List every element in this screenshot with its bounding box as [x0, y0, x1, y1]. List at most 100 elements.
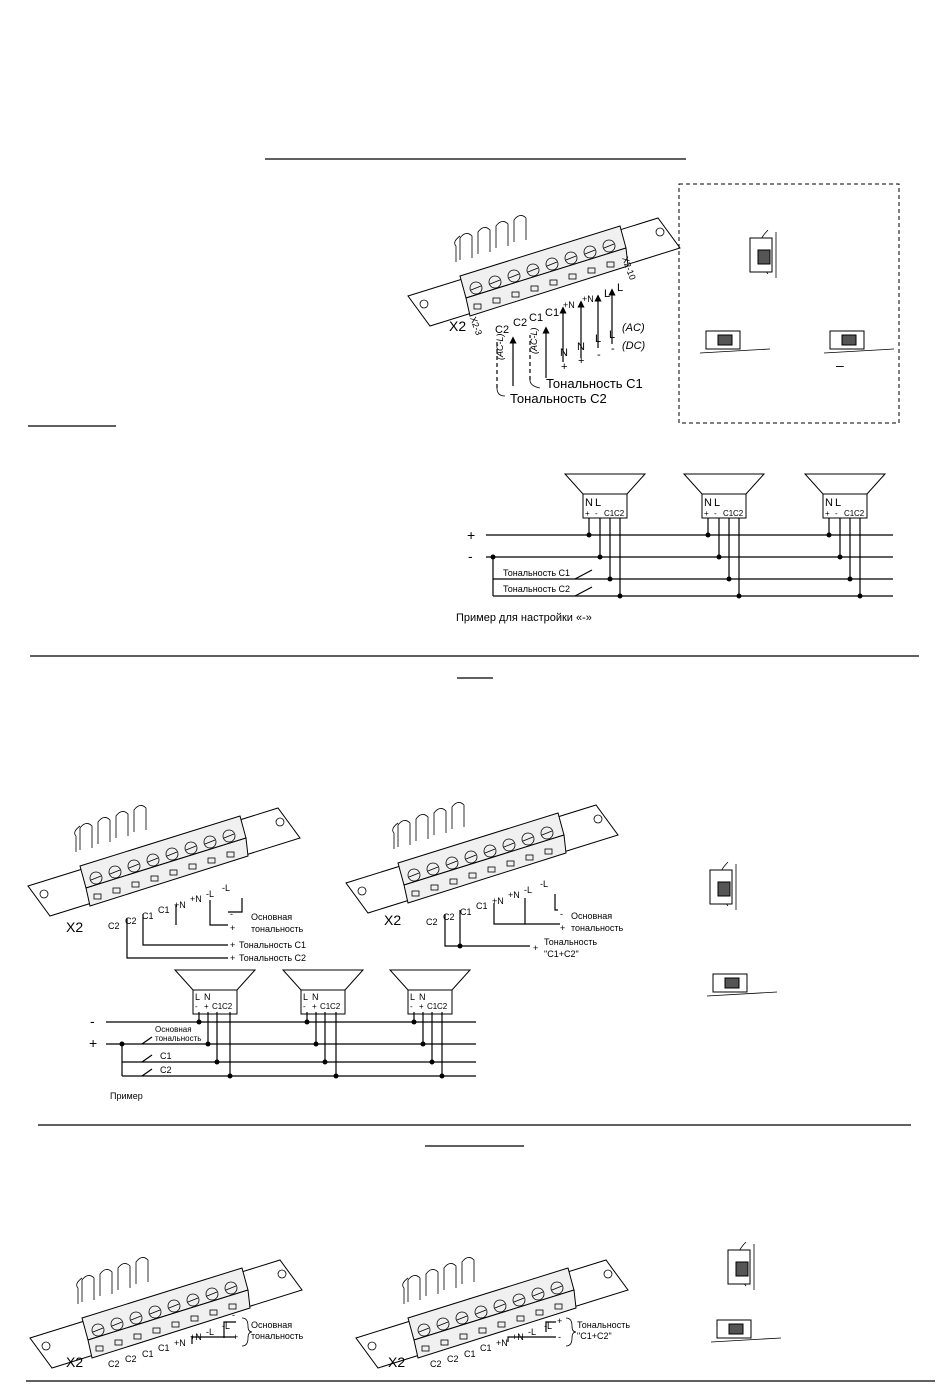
- svg-text:-: -: [611, 343, 615, 355]
- svg-text:+N: +N: [190, 894, 202, 904]
- terminal-3l-x2-label: X2: [66, 1354, 83, 1370]
- example-setting-label: Пример для настройки «-»: [456, 612, 592, 624]
- bus-tone-c2-label: Тональность С2: [503, 584, 570, 594]
- terminal-block-2-left: [27, 804, 301, 917]
- bus-plus-label: +: [467, 527, 475, 543]
- svg-text:L: L: [714, 497, 720, 509]
- svg-text:-: -: [303, 1002, 306, 1011]
- svg-text:+: +: [585, 509, 590, 518]
- svg-text:-L: -L: [206, 889, 214, 899]
- svg-text:-: -: [410, 1002, 413, 1011]
- svg-text:+: +: [204, 1002, 209, 1011]
- svg-text:C1: C1: [545, 307, 559, 319]
- svg-text:N: N: [825, 497, 833, 509]
- svg-text:L: L: [595, 333, 601, 345]
- svg-text:Основная: Основная: [571, 911, 612, 921]
- svg-text:C1: C1: [142, 1349, 154, 1359]
- svg-text:+: +: [561, 361, 567, 373]
- svg-text:-: -: [597, 349, 601, 361]
- svg-text:C2: C2: [222, 1002, 233, 1011]
- svg-text:L: L: [410, 992, 415, 1002]
- svg-text:C2: C2: [430, 1359, 442, 1369]
- svg-text:+N: +N: [492, 896, 504, 906]
- svg-text:C1: C1: [158, 905, 170, 915]
- svg-text:+N: +N: [582, 294, 594, 304]
- svg-text:C1: C1: [460, 907, 472, 917]
- terminal-x2-label: X2: [449, 318, 466, 334]
- terminal-pin-labels: C2 C2 C1 C1 +N +N L L: [495, 282, 623, 336]
- ac-row-labels: N N L L: [560, 329, 615, 359]
- section3-right-wires: [507, 1317, 577, 1347]
- ac-l-label-1: (AC-L): [495, 333, 505, 360]
- svg-text:L: L: [604, 288, 610, 300]
- svg-text:C2: C2: [614, 509, 625, 518]
- svg-text:+N: +N: [174, 900, 186, 910]
- svg-text:+: +: [557, 1316, 562, 1326]
- svg-text:C1: C1: [212, 1002, 223, 1011]
- svg-text:-: -: [835, 509, 838, 518]
- svg-text:+: +: [704, 509, 709, 518]
- tone-c2-label: Тональность С2: [510, 391, 607, 406]
- svg-text:+: +: [533, 943, 538, 953]
- section3-left-labels: - + Основная тональность: [232, 1310, 304, 1342]
- svg-text:"C1+C2": "C1+C2": [577, 1331, 612, 1341]
- switch-minus-label: –: [836, 357, 844, 373]
- speaker-2-pin-labels: L N - + C1 C2 L N - + C1 C2 L N - + C1 C…: [195, 992, 448, 1011]
- svg-text:N: N: [704, 497, 712, 509]
- svg-text:C2: C2: [447, 1354, 459, 1364]
- svg-text:N: N: [419, 992, 426, 1002]
- svg-text:+N: +N: [508, 890, 520, 900]
- svg-text:+: +: [230, 923, 235, 933]
- switch-2-vertical-icon: [709, 861, 737, 911]
- svg-text:C2: C2: [495, 324, 509, 336]
- svg-text:+: +: [825, 509, 830, 518]
- svg-text:тональность: тональность: [571, 923, 624, 933]
- svg-text:C1: C1: [158, 1343, 170, 1353]
- svg-text:-: -: [560, 909, 563, 919]
- svg-text:-L: -L: [528, 1327, 536, 1337]
- section2-left-labels: - Основная + тональность + Тональность С…: [230, 909, 306, 963]
- svg-text:-: -: [595, 509, 598, 518]
- svg-text:C1: C1: [529, 312, 543, 324]
- svg-text:-L: -L: [524, 885, 532, 895]
- svg-text:+: +: [233, 1332, 238, 1342]
- terminal-wire-arrows: [496, 288, 616, 397]
- svg-text:C2: C2: [443, 912, 455, 922]
- bus-minus-label: -: [468, 548, 473, 564]
- svg-text:+: +: [230, 940, 235, 950]
- svg-text:+N: +N: [563, 300, 575, 310]
- svg-text:C2: C2: [125, 916, 137, 926]
- svg-text:L: L: [617, 282, 623, 294]
- svg-text:C2: C2: [125, 1354, 137, 1364]
- svg-text:C1: C1: [320, 1002, 331, 1011]
- svg-text:Тональность: Тональность: [544, 937, 597, 947]
- svg-text:-: -: [195, 1002, 198, 1011]
- terminal-2l-pin-labels: C2 C2 C1 C1 +N +N -L -L: [108, 883, 230, 931]
- switch-settings-box: [678, 183, 900, 424]
- svg-text:C1: C1: [142, 911, 154, 921]
- terminal-2r-x2-label: X2: [384, 912, 401, 928]
- svg-text:C1: C1: [427, 1002, 438, 1011]
- svg-text:N: N: [204, 992, 211, 1002]
- svg-text:-L: -L: [544, 1321, 552, 1331]
- svg-text:C2: C2: [437, 1002, 448, 1011]
- svg-text:C2: C2: [108, 921, 120, 931]
- svg-text:-: -: [232, 1310, 235, 1320]
- svg-text:C2: C2: [513, 317, 527, 329]
- terminal-block-3-right: [355, 1256, 629, 1369]
- svg-text:C1: C1: [723, 509, 734, 518]
- svg-text:тональность: тональность: [251, 1331, 304, 1341]
- svg-text:-L: -L: [206, 1327, 214, 1337]
- svg-text:C1: C1: [844, 509, 855, 518]
- ac-label: (AC): [622, 322, 645, 334]
- section2-left-wires: [126, 898, 243, 959]
- example-label: Пример: [110, 1091, 143, 1101]
- svg-text:-: -: [230, 909, 233, 919]
- tone-c1-label: Тональность С1: [546, 376, 643, 391]
- svg-text:Тональность: Тональность: [577, 1320, 630, 1330]
- section2-right-wires: [444, 894, 560, 949]
- bus-tone-c1-label: Тональность С1: [503, 568, 570, 578]
- svg-text:C2: C2: [108, 1359, 120, 1369]
- svg-text:тональность: тональность: [251, 924, 304, 934]
